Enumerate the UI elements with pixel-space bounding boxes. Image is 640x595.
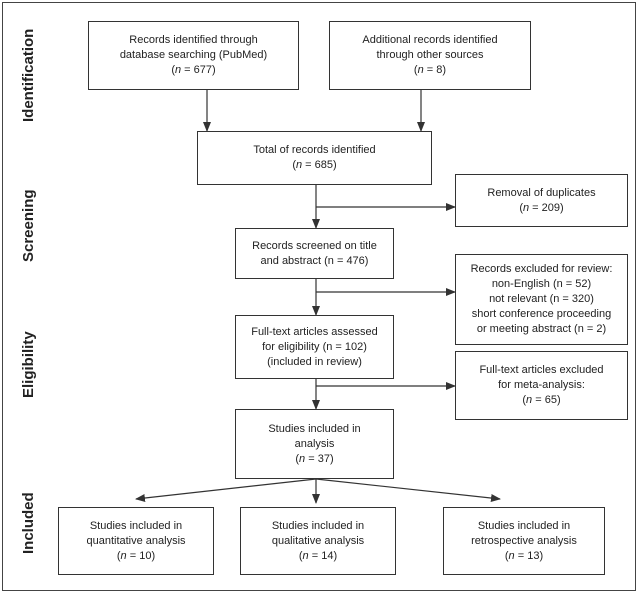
equals: =: [305, 452, 318, 465]
box-retrospective-line2: retrospective analysis: [471, 534, 577, 547]
equals: =: [308, 549, 322, 562]
count-value: 10: [139, 549, 152, 562]
box-qualitative-line2: qualitative analysis: [271, 534, 365, 547]
equals: =: [529, 201, 542, 214]
n-symbol: n: [299, 452, 306, 465]
box-screened-line2: and abstract (n = 476): [260, 254, 369, 267]
box-total-count: (n = 685): [292, 159, 337, 171]
box-pubmed-line2: database searching (PubMed): [119, 49, 268, 61]
count-value: 8: [436, 64, 443, 76]
box-quantitative-line2: quantitative analysis: [86, 534, 186, 547]
box-fulltext-assessed: Full-text articles assessed for eligibil…: [235, 315, 394, 379]
equals: =: [126, 549, 140, 562]
box-other-sources: Additional records identified through ot…: [329, 21, 531, 90]
equals: =: [423, 64, 437, 76]
box-fulltext-line3: (included in review): [267, 355, 362, 368]
equals: =: [514, 549, 528, 562]
count-value: 685: [314, 159, 334, 171]
n-symbol: n: [522, 201, 530, 214]
box-quantitative-line1: Studies included in: [89, 519, 183, 532]
box-qualitative: Studies included in qualitative analysis…: [240, 507, 396, 575]
n-symbol: n: [302, 549, 309, 562]
box-analysis-count: (n = 37): [295, 452, 334, 465]
box-quantitative-count: (n = 10): [116, 549, 156, 562]
equals: =: [302, 159, 315, 171]
n-symbol: n: [174, 64, 182, 76]
box-analysis-line2: analysis: [294, 437, 335, 450]
box-excluded-review-line5: or meeting abstract (n = 2): [476, 323, 607, 335]
box-excluded-meta-line1: Full-text articles excluded: [479, 364, 604, 376]
n-symbol: n: [295, 159, 303, 171]
box-qualitative-line1: Studies included in: [271, 519, 365, 532]
box-retrospective-line1: Studies included in: [477, 519, 571, 532]
box-quantitative: Studies included in quantitative analysi…: [58, 507, 214, 575]
count-value: 677: [193, 64, 213, 76]
equals: =: [181, 64, 194, 76]
n-symbol: n: [508, 549, 515, 562]
box-fulltext-line2: for eligibility (n = 102): [262, 340, 367, 353]
box-retrospective-count: (n = 13): [504, 549, 544, 562]
box-excluded-meta: Full-text articles excluded for meta-ana…: [455, 351, 628, 420]
box-analysis-line1: Studies included in: [268, 422, 361, 435]
n-symbol: n: [417, 64, 424, 76]
box-retrospective: Studies included in retrospective analys…: [443, 507, 605, 575]
box-excluded-review-line3: not relevant (n = 320): [489, 293, 594, 305]
box-excluded-review-line2: non-English (n = 52): [491, 278, 592, 290]
box-other-count: (n = 8): [413, 64, 447, 76]
box-other-line1: Additional records identified: [362, 34, 498, 46]
equals: =: [532, 394, 545, 406]
count-value: 37: [317, 452, 330, 465]
box-excluded-meta-count: (n = 65): [522, 394, 561, 406]
arrow-to-retrospective: [315, 478, 501, 503]
box-duplicates: Removal of duplicates (n = 209): [455, 174, 628, 227]
n-symbol: n: [526, 394, 533, 406]
box-studies-analysis: Studies included in analysis (n = 37): [235, 409, 394, 479]
box-duplicates-line1: Removal of duplicates: [487, 186, 596, 199]
count-value: 65: [544, 394, 557, 406]
count-value: 14: [321, 549, 334, 562]
box-pubmed-line1: Records identified through: [129, 34, 258, 46]
box-total-records: Total of records identified (n = 685): [197, 131, 432, 185]
box-qualitative-count: (n = 14): [298, 549, 338, 562]
box-excluded-review-line4: short conference proceeding: [471, 308, 612, 320]
box-excluded-meta-line2: for meta-analysis:: [498, 379, 585, 391]
box-pubmed-count: (n = 677): [171, 64, 216, 76]
box-excluded-review: Records excluded for review: non-English…: [455, 254, 628, 345]
n-symbol: n: [120, 549, 127, 562]
box-excluded-review-line1: Records excluded for review:: [470, 263, 613, 275]
box-total-line1: Total of records identified: [253, 144, 376, 156]
count-value: 13: [527, 549, 540, 562]
box-fulltext-line1: Full-text articles assessed: [251, 325, 378, 338]
box-screened-line1: Records screened on title: [252, 239, 377, 252]
box-other-line2: through other sources: [376, 49, 484, 61]
box-duplicates-count: (n = 209): [519, 201, 564, 214]
arrow-to-quantitative: [135, 478, 317, 502]
box-pubmed-records: Records identified through database sear…: [88, 21, 299, 90]
count-value: 209: [541, 201, 561, 214]
box-screened: Records screened on title and abstract (…: [235, 228, 394, 279]
